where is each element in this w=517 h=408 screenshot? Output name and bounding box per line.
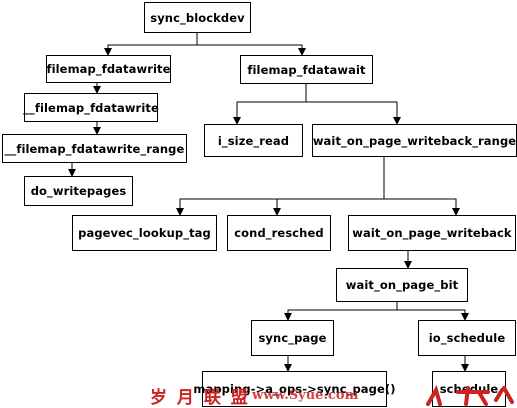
node-wait-on-page-bit: wait_on_page_bit	[336, 268, 468, 302]
node-sync-page: sync_page	[251, 320, 334, 356]
node-cond-resched: cond_resched	[227, 215, 331, 251]
watermark-url: www.Syue.com	[252, 388, 359, 403]
node-sync-blockdev: sync_blockdev	[144, 2, 251, 33]
node-underscore-filemap-fdatawrite: __filemap_fdatawrite	[23, 93, 159, 122]
node-do-writepages: do_writepages	[24, 176, 133, 206]
node-mapping-sync-page: mapping->a_ops->sync_page()	[193, 371, 396, 407]
node-filemap-fdatawrite: filemap_fdatawrite	[46, 55, 171, 83]
edge-wopb-syncpage	[284, 302, 398, 321]
node-underscore-filemap-fdatawrite-range: __filemap_fdatawrite_range	[2, 134, 187, 163]
node-wait-on-page-writeback-range: wait_on_page_writeback_range	[312, 124, 517, 157]
edge-fdatawait-wopwr	[306, 101, 401, 125]
watermark-cn: 岁 月 联 盟	[150, 388, 250, 408]
node-pagevec-lookup-tag: pagevec_lookup_tag	[72, 215, 217, 251]
watermark-brush-mark	[426, 384, 514, 406]
node-io-schedule: io_schedule	[418, 320, 516, 356]
node-filemap-fdatawait: filemap_fdatawait	[240, 55, 373, 84]
edge-sync-blockdev-fdatawrite	[104, 33, 198, 56]
edge-fdatawait-isizeread	[233, 84, 307, 125]
edge-wopb-ioschedule	[397, 309, 469, 321]
edge-sync-blockdev-fdatawait	[197, 44, 306, 56]
node-wait-on-page-writeback: wait_on_page_writeback	[348, 215, 516, 251]
node-i-size-read: i_size_read	[204, 124, 303, 157]
edge-wopwr-wopw	[384, 198, 460, 216]
edge-wopwr-pagevec	[176, 157, 385, 216]
